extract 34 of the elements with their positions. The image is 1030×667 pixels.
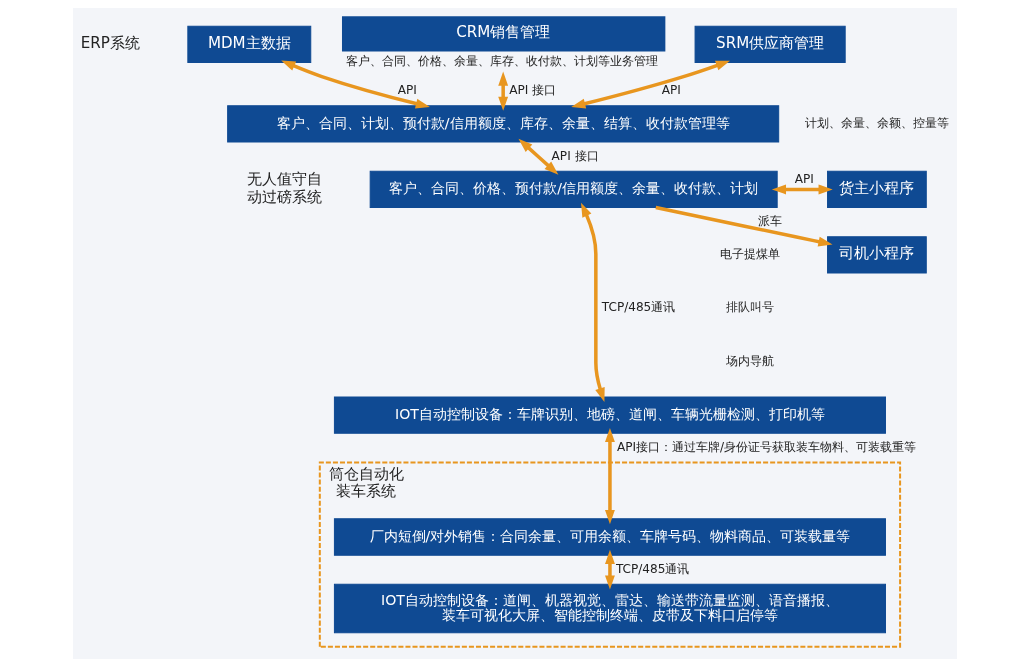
edge-label: API [794,171,814,186]
edge-label: 派车 [758,214,783,229]
edge-label: TCP/485通讯 [601,300,676,315]
arrow [498,71,509,111]
arrow [571,60,730,109]
label: 计划、余量、余额、控量等 [804,116,949,131]
node-box: 货主小程序 [827,170,927,209]
edge-label: API 接口 [509,83,557,98]
node-box: IOT自动控制设备：车牌识别、地磅、道闸、车辆光栅检测、打印机等 [333,396,886,434]
edge-label: API 接口 [551,148,599,163]
edge-label: TCP/485通讯 [615,561,690,576]
edge-label: API接口：通过车牌/身份证号获取装车物料、可装载重等 [616,439,917,454]
arrow [771,184,833,195]
arrow [605,427,615,525]
node-box: 客户、合同、价格、预付款/信用额度、余量、收付款、计划 [369,170,778,209]
arrow [655,205,833,247]
node-box: IOT自动控制设备：道闸、机器视觉、雷达、输送带流量监测、语音播报、装车可视化大屏、智能控制终端、皮带及下料口启停等 [333,583,886,634]
arrow [581,202,605,402]
label: 电子提煤单 [719,247,780,262]
label: 场内导航 [725,353,774,368]
label: 排队叫号 [725,300,774,315]
arrow [281,60,430,109]
label: 无人值守自动过磅系统 [247,170,323,206]
node-box: SRM供应商管理 [694,25,846,63]
edge-label: API [397,83,417,98]
node-box: 厂内短倒/对外销售：合同余量、可用余额、车牌号码、物料商品、可装载量等 [333,518,886,556]
edge-label: API [661,83,681,98]
node-box: 司机小程序 [827,236,927,274]
node-box: MDM主数据 [187,25,312,63]
arrow [518,138,559,175]
node-label: 客户、合同、价格、余量、库存、收付款、计划等业务管理 [346,54,659,69]
node-box: CRM销售管理 [342,16,666,52]
node-box: 客户、合同、计划、预付款/信用额度、库存、余量、结算、收付款管理等 [227,105,780,143]
label: ERP系统 [80,33,140,52]
